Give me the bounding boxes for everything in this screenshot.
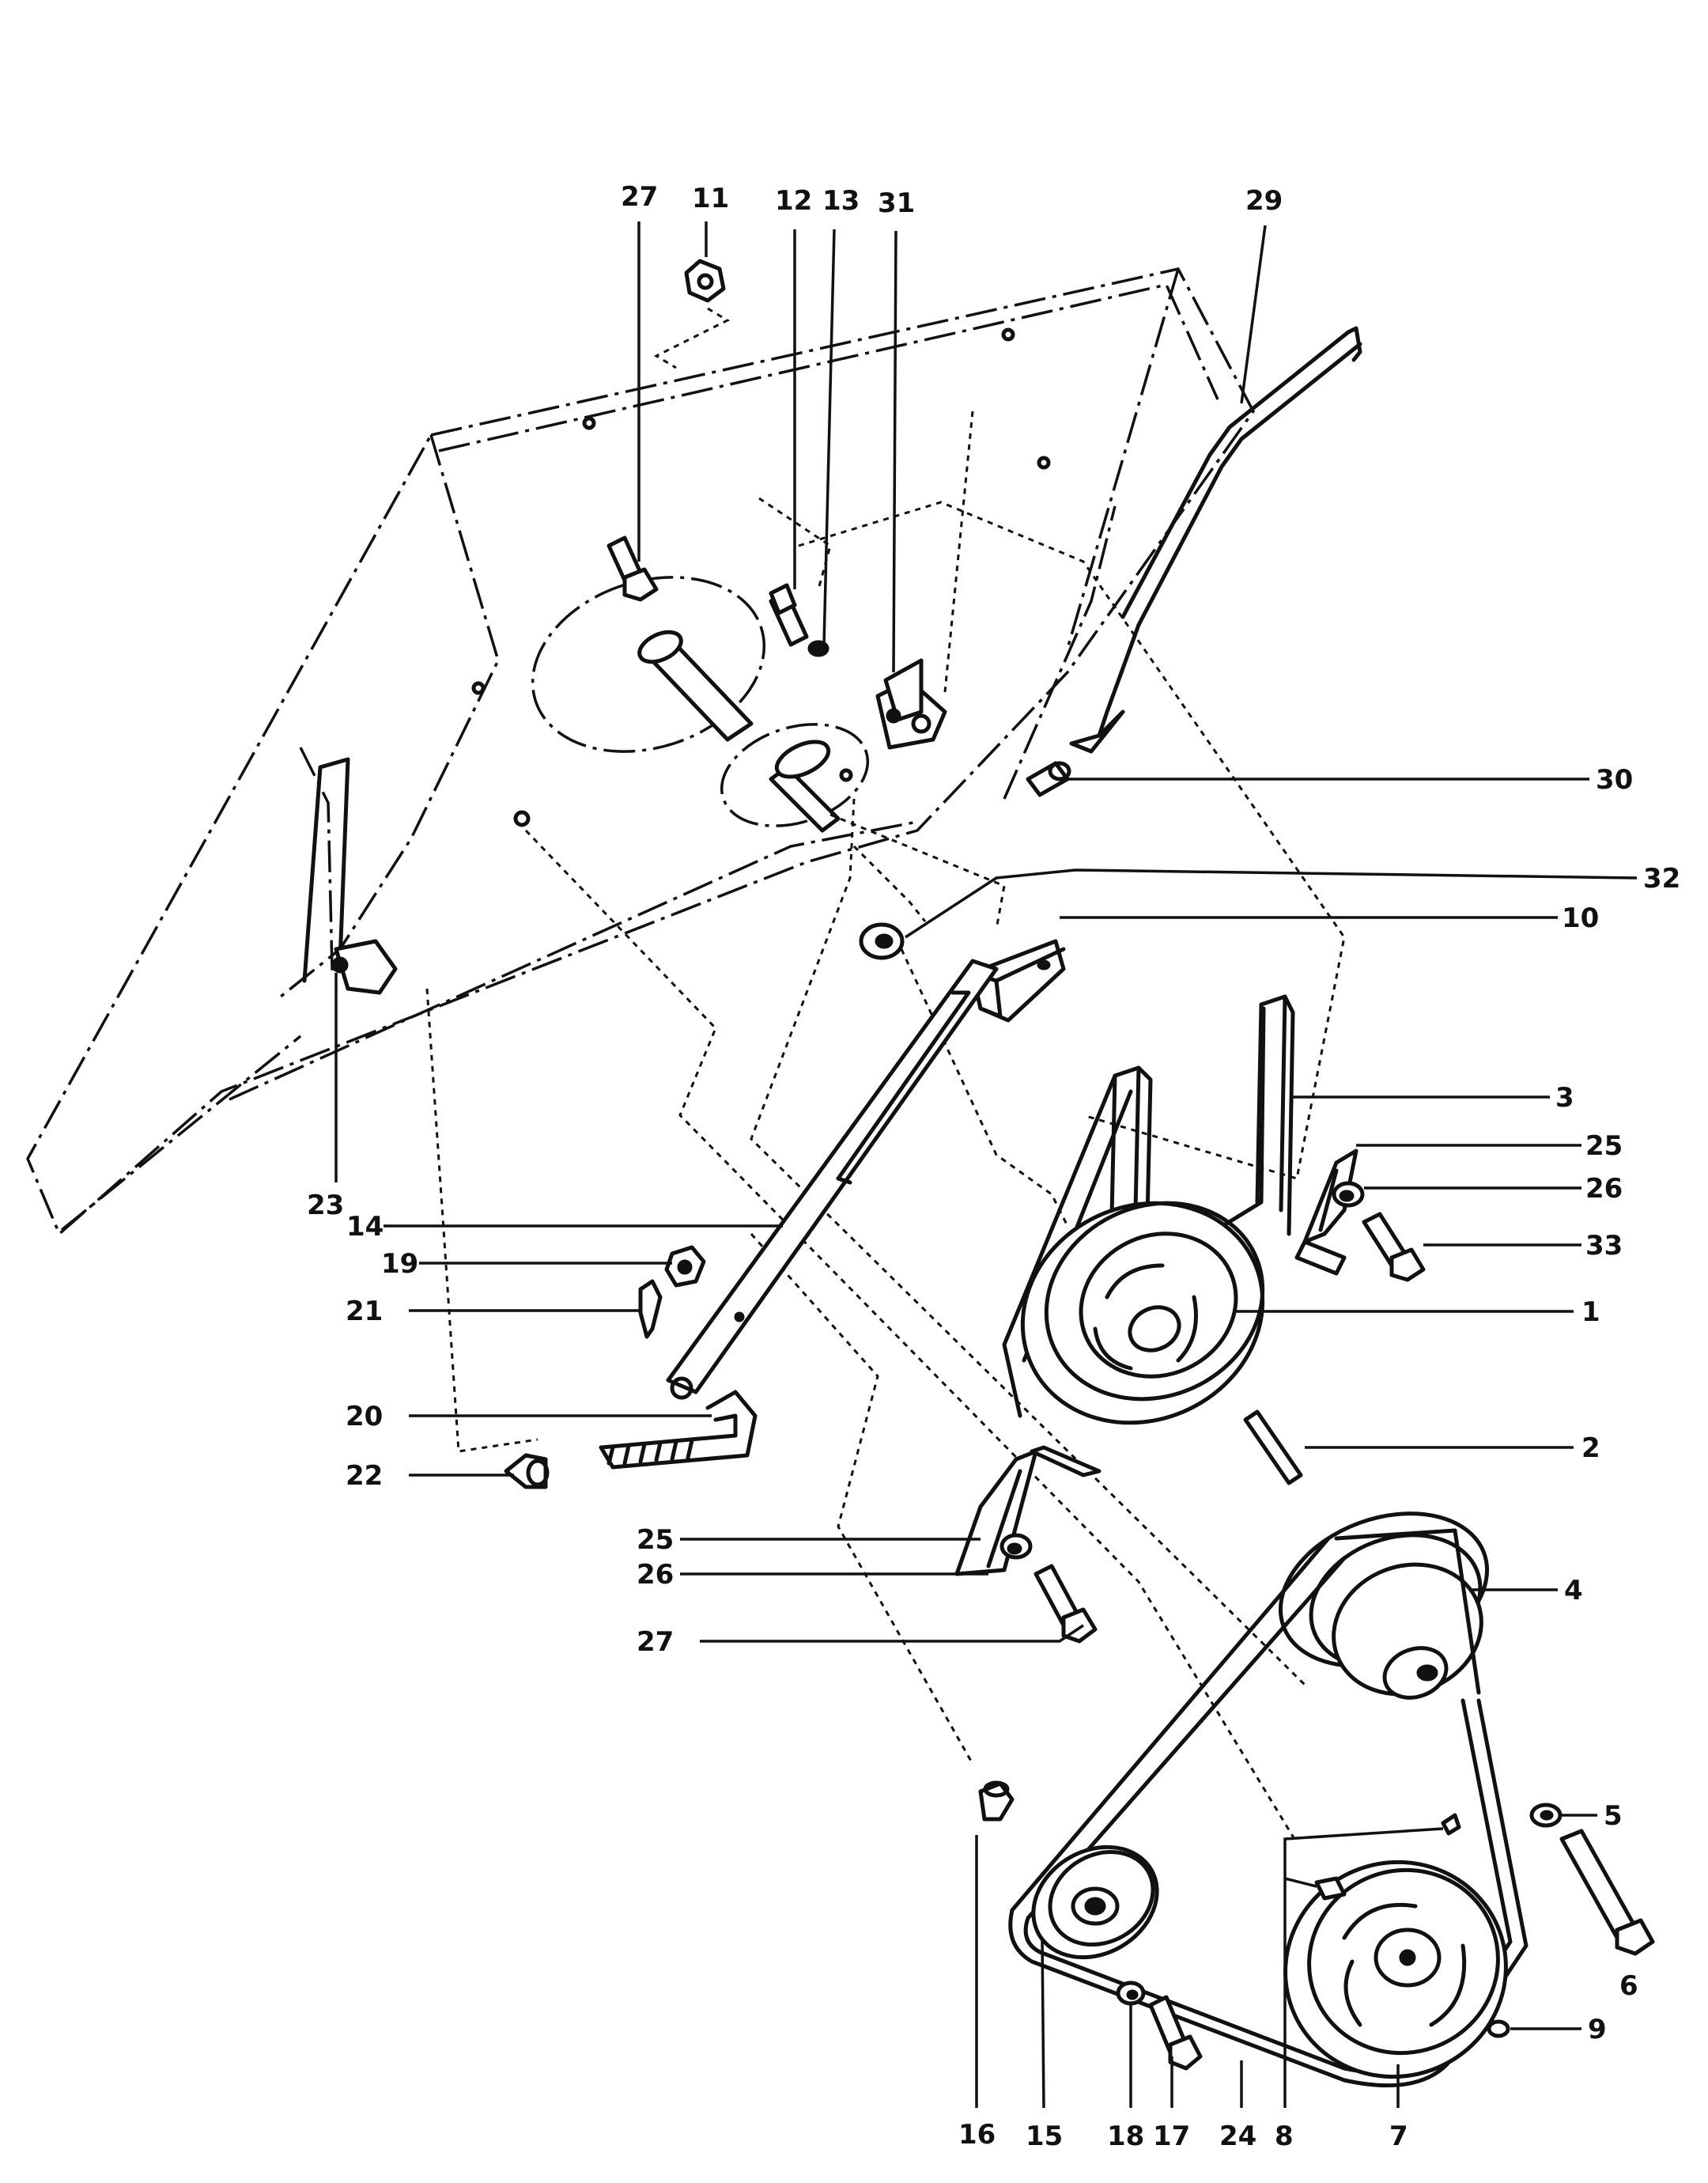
callout-7: 7	[1389, 2121, 1408, 2152]
part-20-spring-rod	[599, 1390, 758, 1470]
part-12-bolt	[769, 583, 809, 647]
part-2-key	[1243, 1409, 1303, 1485]
callout-3: 3	[1555, 1082, 1574, 1114]
leader-lines	[334, 221, 1638, 2109]
callout-16: 16	[958, 2119, 996, 2151]
part-27-bolt-top	[606, 535, 659, 602]
mower-deck-housing	[26, 267, 1256, 1236]
callout-13: 13	[822, 185, 860, 217]
part-33-bolt	[1362, 1212, 1426, 1282]
part-13-lockwasher	[807, 640, 829, 657]
part-25-slotted-bracket-upper	[1294, 1148, 1358, 1276]
callout-24: 24	[1219, 2121, 1256, 2152]
callout-30: 30	[1596, 764, 1633, 796]
part-30-pin	[1026, 761, 1071, 797]
part-1-pulley	[1020, 1201, 1265, 1425]
callout-26-lower: 26	[637, 1559, 674, 1591]
part-15-idler-pulley	[1031, 1844, 1159, 1960]
callout-25-lower: 25	[637, 1524, 674, 1556]
part-26-washer-upper	[1332, 1181, 1365, 1208]
callout-25-upper: 25	[1585, 1130, 1623, 1162]
callout-18: 18	[1107, 2121, 1144, 2152]
callout-19: 19	[381, 1248, 418, 1280]
callout-1: 1	[1581, 1296, 1600, 1328]
callout-15: 15	[1026, 2121, 1063, 2152]
callout-33: 33	[1585, 1230, 1623, 1262]
callout-29: 29	[1245, 185, 1283, 217]
part-19-nut	[664, 1245, 706, 1288]
part-26-washer-lower	[999, 1533, 1033, 1560]
callout-4: 4	[1564, 1575, 1583, 1606]
callout-labels: 27 11 12 13 31 29 30 32 10 3 25 26 33 1 …	[307, 181, 1680, 2152]
callout-2: 2	[1581, 1432, 1600, 1464]
callout-27-lower: 27	[637, 1626, 674, 1658]
callout-21: 21	[346, 1296, 383, 1327]
part-29-adjusting-rod	[1069, 326, 1362, 754]
part-18-washer	[1116, 1981, 1146, 2006]
callout-32: 32	[1643, 863, 1680, 895]
part-4-pulley	[1278, 1511, 1490, 1700]
part-5-washer	[1529, 1803, 1563, 1828]
callout-8: 8	[1275, 2121, 1294, 2152]
callout-14: 14	[346, 1211, 384, 1243]
part-14-arm	[666, 959, 999, 1400]
callout-6: 6	[1619, 1970, 1638, 2002]
callout-12: 12	[775, 185, 812, 217]
callout-22: 22	[346, 1460, 383, 1492]
callout-10: 10	[1562, 902, 1599, 934]
part-31-bracket	[883, 658, 924, 724]
callout-17: 17	[1153, 2121, 1190, 2152]
part-21-cotter-pin	[638, 1279, 663, 1339]
callout-23: 23	[307, 1190, 344, 1221]
callout-27-top: 27	[621, 181, 658, 213]
part-6-bolt	[1559, 1829, 1655, 1956]
part-9-key	[1487, 2019, 1510, 2038]
callout-9: 9	[1588, 2014, 1607, 2045]
part-22-pin	[504, 1453, 550, 1489]
callout-5: 5	[1604, 1800, 1623, 1832]
callout-20: 20	[346, 1401, 383, 1432]
part-7-pulley	[1283, 1860, 1508, 2079]
part-17-bolt	[1148, 1995, 1203, 2071]
part-27-bolt-lower	[1033, 1564, 1098, 1644]
part-16-nut	[978, 1780, 1015, 1822]
callout-11: 11	[692, 183, 729, 214]
part-11-nut	[653, 259, 731, 369]
callout-31: 31	[878, 187, 915, 219]
part-32-washer	[859, 922, 905, 960]
part-25-slotted-bracket-lower	[954, 1445, 1102, 1576]
part-8-keys	[1314, 1813, 1461, 1901]
callout-26-upper: 26	[1585, 1173, 1623, 1205]
deck-pivot-23-plate	[302, 757, 398, 995]
